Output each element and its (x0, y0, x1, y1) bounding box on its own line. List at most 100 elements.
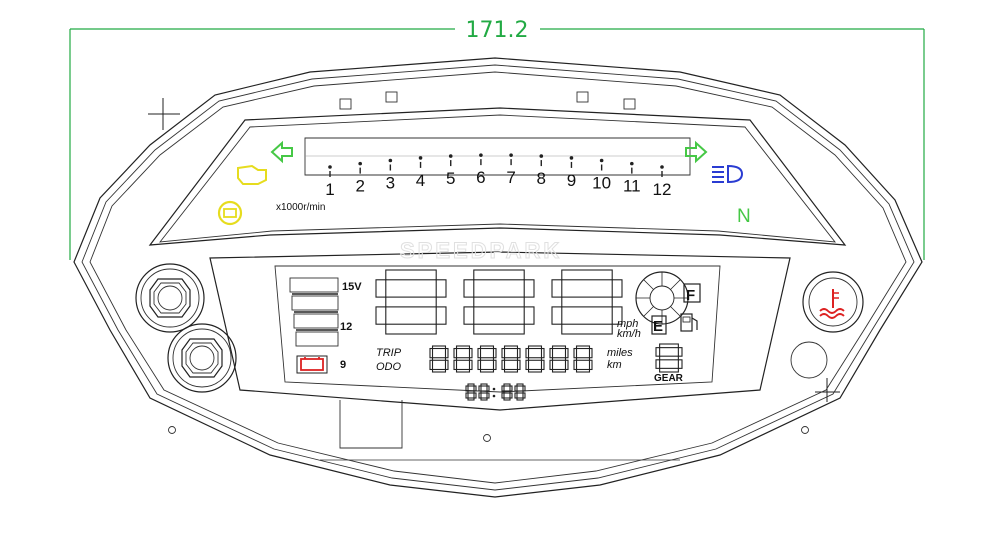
segment (677, 347, 683, 357)
segment (561, 323, 613, 335)
segment (561, 296, 613, 308)
fuel-gauge: F E (635, 271, 701, 335)
segment (525, 347, 530, 359)
segment (549, 359, 554, 371)
odo-unit-top: miles (607, 347, 633, 359)
tach-dot (388, 158, 393, 163)
coolant-temperature-icon (802, 271, 864, 333)
segment (588, 359, 593, 371)
segment (655, 347, 661, 357)
segment (468, 347, 473, 359)
battery-label-mid: 12 (340, 321, 352, 333)
odo-digit-5 (525, 345, 545, 373)
tach-tick-label: 5 (446, 169, 455, 188)
segment (486, 392, 490, 399)
segment (522, 392, 526, 399)
segment (453, 347, 458, 359)
segment (480, 397, 488, 401)
segment (385, 269, 437, 281)
housing-outline (73, 57, 923, 498)
segment (573, 359, 578, 371)
tach-tick-label: 11 (623, 177, 641, 196)
segment (375, 279, 387, 298)
odo-digit-4 (501, 345, 521, 373)
segment (573, 347, 578, 359)
round-button-right[interactable] (790, 341, 828, 379)
segment (659, 355, 679, 361)
segment (453, 359, 458, 371)
segment (516, 359, 521, 371)
clock-digit-4 (514, 383, 526, 401)
segment (375, 306, 387, 325)
right-turn-arrow-icon (685, 140, 708, 164)
knob-left-bottom[interactable] (167, 323, 237, 393)
segment (463, 279, 475, 298)
gear-digit-value (655, 343, 683, 373)
segment (540, 347, 545, 359)
segment (527, 368, 543, 373)
segment (492, 359, 497, 371)
segment (522, 385, 526, 392)
tach-dot (509, 153, 513, 157)
segment (523, 279, 535, 298)
tach-dot (630, 161, 634, 166)
segment (468, 359, 473, 371)
segment (540, 359, 545, 371)
segment (523, 306, 535, 325)
segment (514, 392, 518, 399)
segment (514, 385, 518, 392)
segment (575, 345, 591, 350)
segment (551, 306, 563, 325)
segment (486, 385, 490, 392)
trip-label: TRIP (376, 347, 402, 359)
segment (435, 279, 447, 298)
segment (465, 392, 469, 399)
clock-colon-dot (492, 387, 496, 391)
segment (527, 345, 543, 350)
fuel-empty-label: E (653, 318, 663, 335)
tach-dot (539, 154, 544, 158)
tach-tick-label: 4 (416, 171, 425, 190)
segment (503, 368, 519, 373)
segment (561, 269, 613, 281)
segment (509, 392, 513, 399)
segment (516, 390, 524, 394)
segment (473, 269, 525, 281)
clock-digit-2 (478, 383, 490, 401)
tach-tick-label: 12 (653, 180, 672, 199)
segment (444, 359, 449, 371)
tach-dot (660, 165, 664, 169)
dimension-label: 171.2 (466, 18, 529, 43)
segment (503, 345, 519, 350)
lcd-panel: SPEEDPARK (209, 238, 791, 411)
segment (516, 397, 524, 401)
segment (473, 385, 477, 392)
segment (564, 347, 569, 359)
speed-unit-top: mph (617, 318, 638, 330)
battery-gauge: 15V 12 9 (289, 277, 362, 371)
segment (503, 383, 511, 387)
speed-digit-3 (551, 269, 623, 335)
clock-digit-3 (501, 383, 513, 401)
segment (431, 357, 447, 361)
segment (655, 359, 661, 369)
segment (501, 359, 506, 371)
segment (551, 368, 567, 373)
segment (611, 306, 623, 325)
battery-label-low: 9 (340, 359, 346, 371)
speed-unit-bottom: km/h (617, 328, 641, 340)
knob-left-top[interactable] (135, 263, 205, 333)
segment (473, 323, 525, 335)
gear-label: GEAR (654, 373, 684, 384)
segment (501, 347, 506, 359)
segment (564, 359, 569, 371)
oil-warning-icon (217, 200, 243, 226)
high-beam-icon (712, 164, 744, 184)
tach-tick-label: 3 (386, 174, 395, 193)
crosshair-mark-left (148, 98, 180, 130)
odo-digit-1 (429, 345, 449, 373)
segment (477, 359, 482, 371)
battery-label-high: 15V (342, 281, 362, 293)
tach-dot (569, 156, 574, 160)
